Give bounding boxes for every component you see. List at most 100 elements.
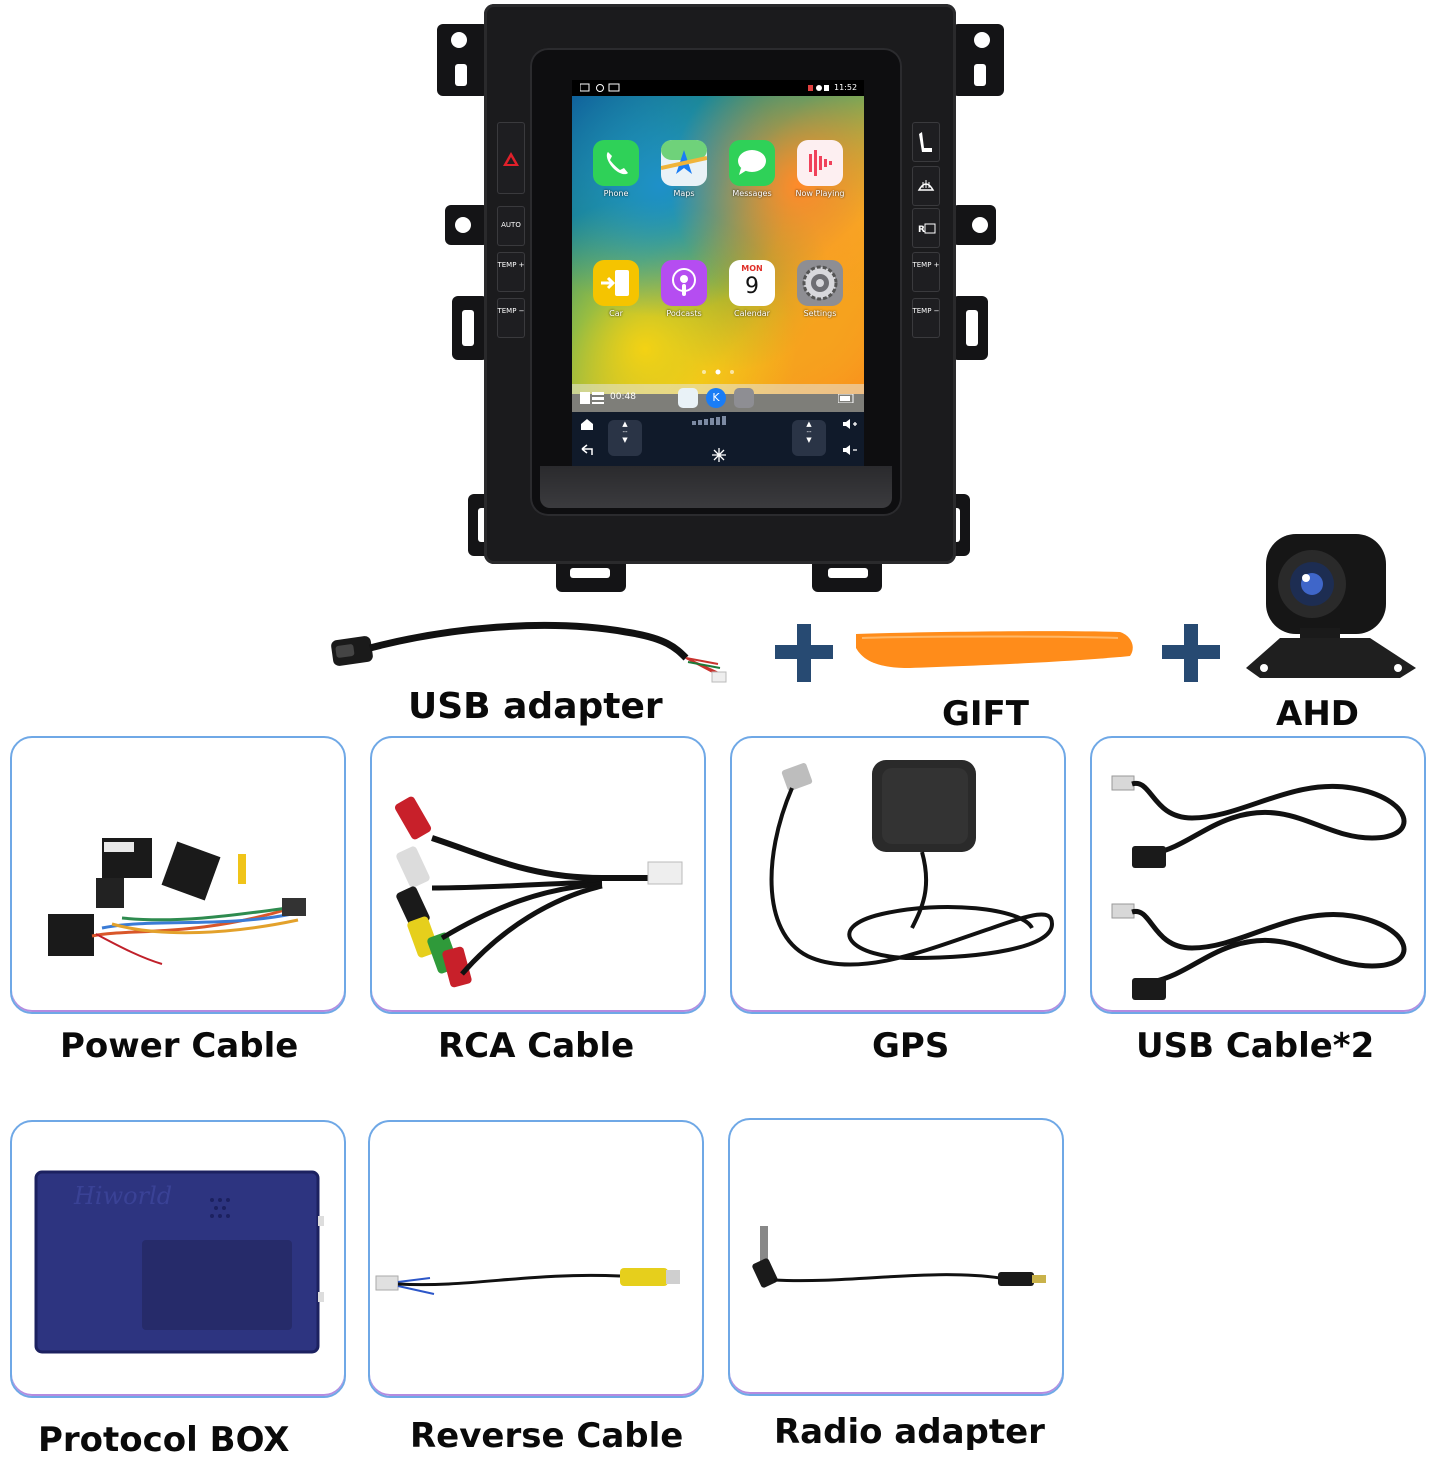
status-signal-icons: [808, 85, 829, 91]
settings-icon: [797, 260, 843, 306]
pry-tool-image: [856, 631, 1133, 668]
app-label: Messages: [732, 189, 772, 198]
protocol-box-image: [34, 1170, 324, 1354]
ahd-camera-image: [1246, 534, 1416, 678]
gps-antenna-image: [769, 760, 1055, 967]
app-car[interactable]: Car: [587, 260, 645, 318]
svg-text:R: R: [918, 225, 925, 235]
product-card-protocol-box: Hiworld: [10, 1120, 346, 1398]
touch-screen[interactable]: 11:52 Phone Maps Messages: [572, 80, 864, 466]
rear-defrost-icon: R: [918, 223, 936, 235]
ac-icon[interactable]: [712, 448, 726, 462]
temp-down-left-button[interactable]: TEMP −: [497, 298, 525, 338]
mount-bracket-mid-left: [445, 205, 489, 245]
mount-bracket-top-left: [437, 24, 489, 96]
radio-adapter-label: Radio adapter: [774, 1412, 1045, 1452]
temp-up-left-button[interactable]: TEMP +: [497, 252, 525, 292]
product-card-rca-cable: [370, 736, 706, 1014]
app-phone[interactable]: Phone: [587, 140, 645, 198]
car-icon: [593, 260, 639, 306]
status-left-icons: [580, 83, 620, 92]
calendar-icon: MON 9: [729, 260, 775, 306]
volume-down-icon[interactable]: [842, 444, 858, 456]
hazard-icon: [503, 152, 519, 166]
product-card-power-cable: [10, 736, 346, 1014]
app-calendar[interactable]: MON 9 Calendar: [723, 260, 781, 318]
seat-heat-button[interactable]: [912, 122, 940, 162]
back-icon[interactable]: [580, 444, 594, 456]
home-icon[interactable]: [580, 418, 594, 430]
reverse-cable-label: Reverse Cable: [410, 1416, 684, 1456]
gps-label: GPS: [872, 1026, 950, 1066]
app-podcasts[interactable]: Podcasts: [655, 260, 713, 318]
calendar-day: MON: [741, 264, 763, 273]
now-playing-icon: [797, 140, 843, 186]
auto-button-label: AUTO: [501, 221, 521, 229]
climate-strip: ▲--▼ ▲--▼: [572, 412, 864, 466]
rca-cable-label: RCA Cable: [438, 1026, 635, 1066]
rca-cable-image: [394, 796, 683, 988]
ahd-label: AHD: [1276, 694, 1359, 734]
power-cable-image: [48, 838, 306, 965]
fan-speed-icon[interactable]: [680, 416, 750, 426]
app-settings[interactable]: Settings: [791, 260, 849, 318]
battery-icon: [838, 394, 854, 403]
mount-bracket-lower-right: [952, 296, 988, 360]
front-defrost-button[interactable]: [912, 166, 940, 206]
app-now-playing[interactable]: Now Playing: [791, 140, 849, 198]
usb-adapter-image: [331, 622, 727, 683]
app-label: Podcasts: [666, 309, 702, 318]
page-indicator: [702, 369, 734, 375]
app-label: Settings: [803, 309, 837, 318]
dock-maps-icon[interactable]: [678, 388, 698, 408]
status-bar: 11:52: [572, 80, 864, 96]
carplay-dock: 00:48 K: [572, 384, 864, 412]
app-label: Now Playing: [795, 189, 845, 198]
mount-bracket-mid-right: [952, 205, 996, 245]
left-temp-control[interactable]: ▲--▼: [608, 420, 642, 456]
seat-icon: [919, 132, 932, 152]
temp-down-right-label: TEMP −: [912, 307, 940, 315]
dock-k-icon[interactable]: K: [706, 388, 726, 408]
app-label: Maps: [673, 189, 695, 198]
right-temp-control[interactable]: ▲--▼: [792, 420, 826, 456]
auto-button[interactable]: AUTO: [497, 206, 525, 246]
gift-label: GIFT: [942, 694, 1029, 734]
phone-icon: [593, 140, 639, 186]
hazard-button[interactable]: [497, 122, 525, 194]
temp-down-right-button[interactable]: TEMP −: [912, 298, 940, 338]
temp-up-right-label: TEMP +: [912, 261, 940, 269]
calendar-date: 9: [745, 274, 759, 299]
protocol-box-brand: Hiworld: [74, 1182, 173, 1210]
product-card-gps: [730, 736, 1066, 1014]
reverse-cable-image: [375, 1268, 680, 1295]
usb-cables-image: [1111, 775, 1407, 1000]
product-card-usb-cable: [1090, 736, 1426, 1014]
status-time: 11:52: [834, 83, 858, 92]
app-label: Phone: [603, 189, 629, 198]
maps-icon: [660, 140, 708, 186]
volume-up-icon[interactable]: [842, 418, 858, 430]
usb-cable-label: USB Cable*2: [1136, 1026, 1375, 1066]
temp-up-right-button[interactable]: TEMP +: [912, 252, 940, 292]
app-messages[interactable]: Messages: [723, 140, 781, 198]
app-label: Calendar: [734, 309, 770, 318]
dock-settings-icon[interactable]: [734, 388, 754, 408]
radio-adapter-image: [752, 1226, 1046, 1288]
mount-bracket-lower-left: [452, 296, 488, 360]
carplay-home: Phone Maps Messages Now Playing: [572, 96, 864, 394]
podcasts-icon: [661, 260, 707, 306]
dock-time: 00:48: [610, 392, 636, 402]
product-card-reverse-cable: [368, 1120, 704, 1398]
dashboard-icon[interactable]: [580, 392, 604, 404]
app-maps[interactable]: Maps: [655, 140, 713, 198]
usb-adapter-label: USB adapter: [408, 686, 663, 727]
temp-up-left-label: TEMP +: [497, 261, 525, 269]
temp-down-left-label: TEMP −: [497, 307, 525, 315]
protocol-box-label: Protocol BOX: [38, 1420, 290, 1460]
app-label: Car: [609, 309, 623, 318]
messages-icon: [729, 140, 775, 186]
unit-chin: [540, 466, 892, 508]
mount-bracket-top-right: [952, 24, 1004, 96]
rear-defrost-button[interactable]: R: [912, 208, 940, 248]
